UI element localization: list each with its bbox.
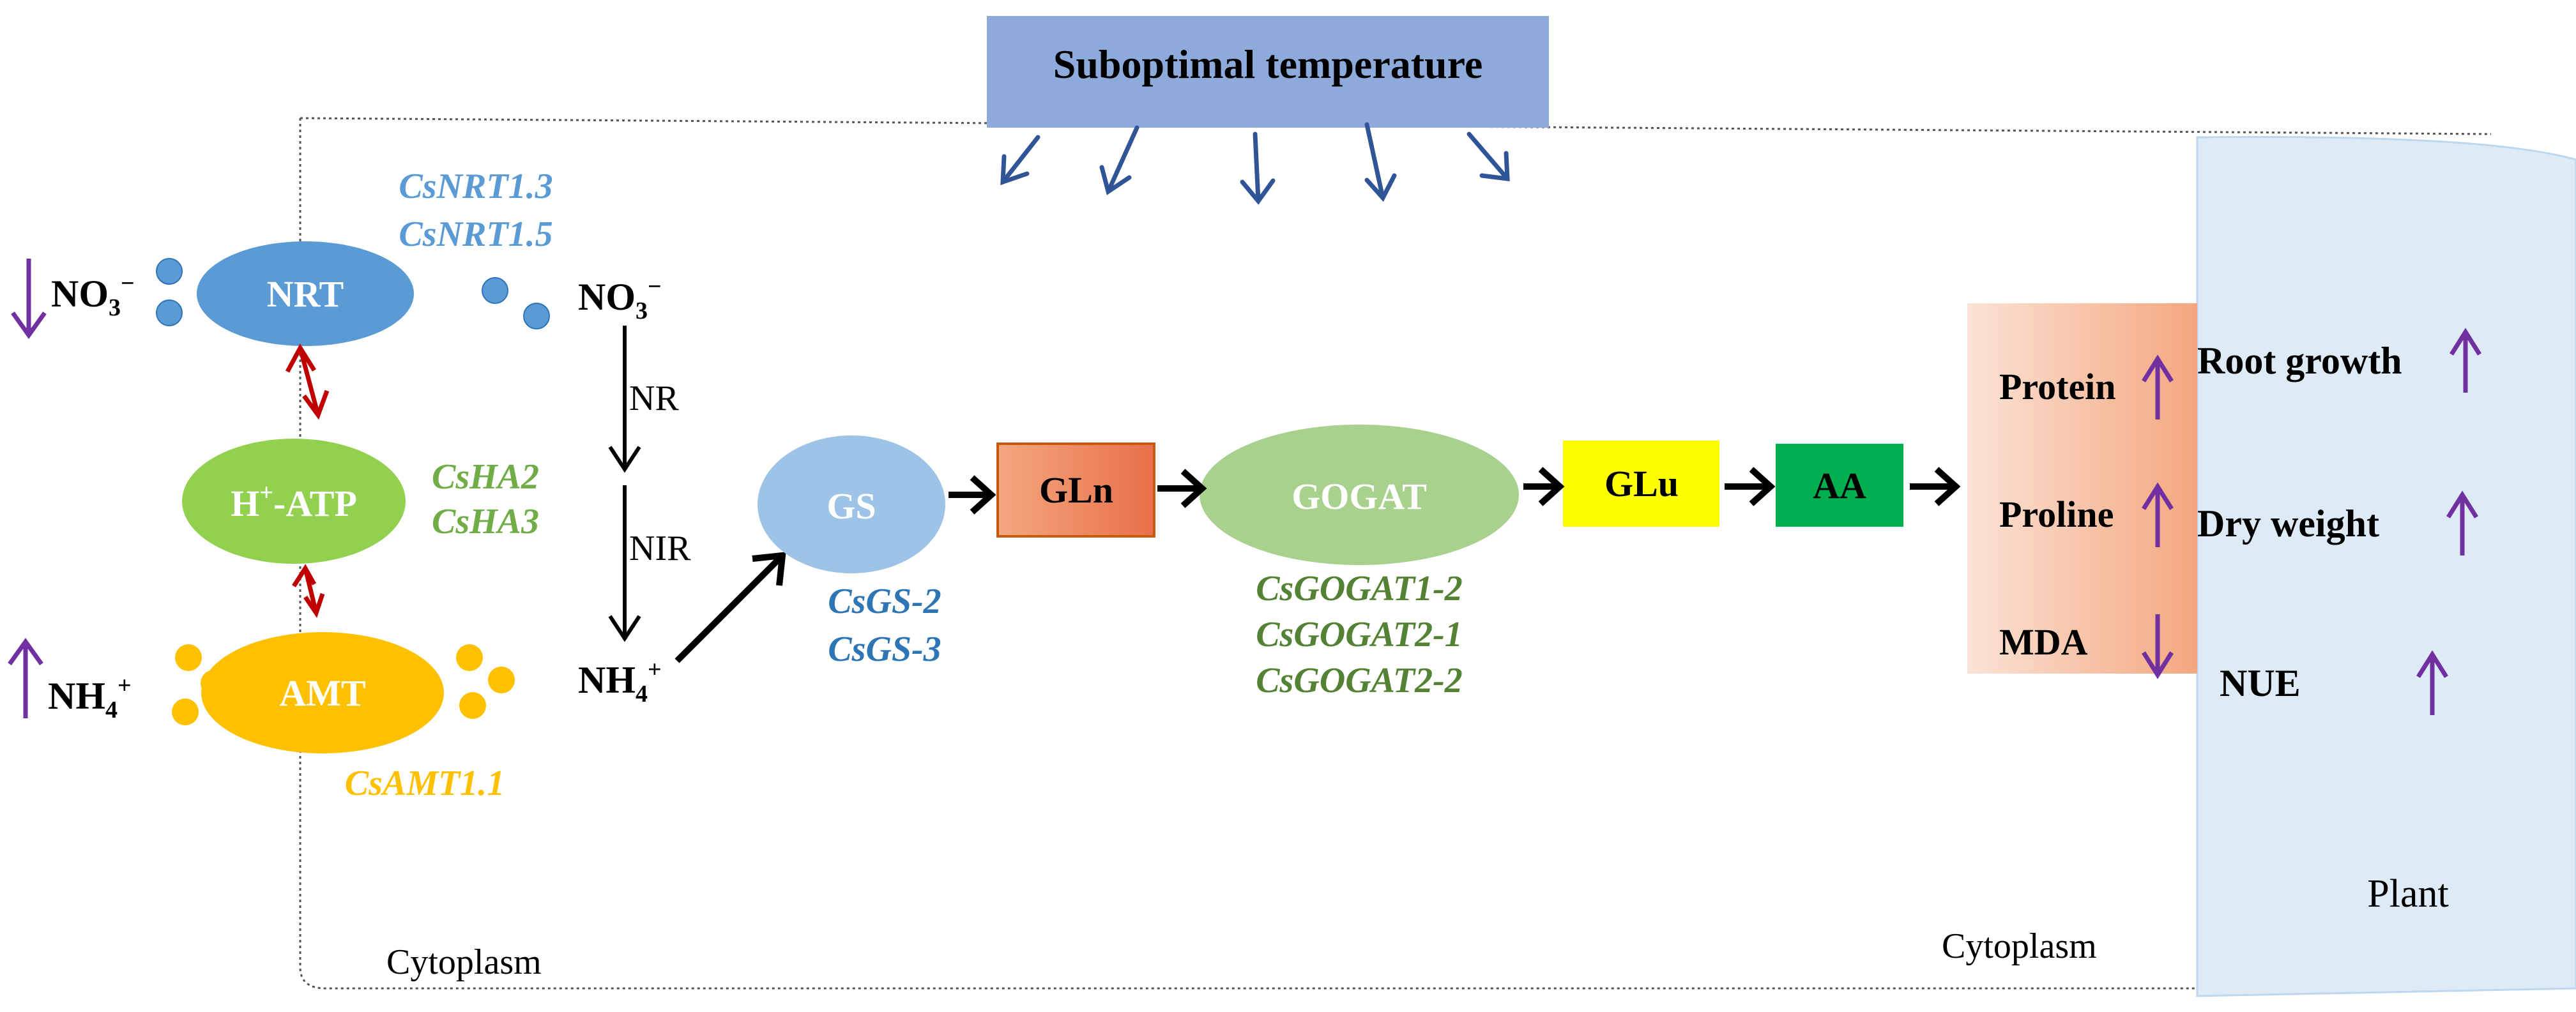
- aa-node: AA: [1776, 444, 1903, 527]
- internal-ammonium-label: NH4+: [578, 656, 662, 707]
- gs-ellipse: [758, 435, 945, 573]
- plant-outcome-up-arrow: [2416, 650, 2448, 715]
- plant-label: Plant: [2367, 872, 2448, 916]
- gln-node: GLn: [996, 442, 1155, 538]
- gln-to-gogat-arrow: [1157, 469, 1207, 508]
- glu-node: GLu: [1563, 441, 1719, 527]
- gln-label: GLn: [1039, 469, 1113, 511]
- aa-to-outcome-arrow: [1910, 467, 1961, 506]
- plant-outcome-up-arrow: [2450, 328, 2481, 393]
- coupling-arrows: [285, 344, 330, 618]
- banner-label: Suboptimal temperature: [1053, 42, 1483, 87]
- nrt-atp-coupling: [285, 344, 330, 420]
- atp-gene-2: CsHA3: [432, 502, 539, 541]
- plant-outcome-dry-weight: Dry weight: [2197, 502, 2379, 545]
- internal-nitrate-label: NO3−: [578, 273, 662, 324]
- plant-outcome-root-growth: Root growth: [2197, 340, 2402, 382]
- cell-outcome-protein: Protein: [1999, 366, 2116, 407]
- gogat-to-glu-arrow: [1523, 467, 1565, 506]
- nrt-gene-2: CsNRT1.5: [399, 215, 553, 254]
- temperature-arrow: [1467, 132, 1510, 181]
- temperature-arrow: [1099, 125, 1139, 195]
- gogat-ellipse: [1200, 425, 1519, 565]
- cytoplasm-boundary: [299, 117, 2492, 990]
- nir-enzyme-label: NIR: [629, 529, 691, 568]
- cell-outcome-up-arrow: [2142, 482, 2174, 547]
- nh4-to-gs-arrow: [674, 552, 786, 663]
- aa-box: [1776, 444, 1903, 527]
- gogat-node: GOGAT CsGOGAT1-2 CsGOGAT2-1 CsGOGAT2-2: [1200, 425, 1519, 700]
- temperature-arrow: [1240, 132, 1276, 205]
- glu-box: [1563, 441, 1719, 527]
- atp-amt-coupling: [292, 564, 325, 618]
- external-nitrate-label: NO3−: [51, 270, 135, 321]
- gs-to-gln-arrow: [949, 475, 996, 515]
- external-nitrate: NO3−: [11, 259, 135, 340]
- gs-gene-2: CsGS-3: [828, 630, 941, 669]
- amt-label: AMT: [279, 672, 365, 714]
- amt-ellipse: [201, 632, 444, 753]
- gln-box: [996, 442, 1155, 538]
- cell-outcome-proline: Proline: [1999, 494, 2114, 535]
- gogat-label: GOGAT: [1292, 476, 1427, 517]
- gs-label: GS: [827, 485, 876, 527]
- h-atpase: H+-ATP CsHA2 CsHA3: [182, 439, 539, 564]
- suboptimal-temperature-banner: Suboptimal temperature: [987, 16, 1549, 128]
- gs-node: GS CsGS-2 CsGS-3: [758, 435, 945, 669]
- glu-label: GLu: [1604, 463, 1679, 504]
- nrt-label: NRT: [267, 273, 344, 315]
- aa-label: AA: [1813, 465, 1866, 506]
- cell-outcome-box: [1967, 303, 2197, 674]
- nitrate-reduction-arrows: [608, 326, 641, 642]
- amt-gene-1: CsAMT1.1: [345, 764, 505, 803]
- gogat-gene-1: CsGOGAT1-2: [1256, 569, 1463, 608]
- cell-outcome-up-arrow: [2142, 354, 2174, 419]
- pathway-arrows: [949, 467, 1961, 515]
- temperature-arrow: [1000, 135, 1040, 185]
- cytoplasm-label-left: Cytoplasm: [386, 942, 542, 982]
- temperature-arrow: [1364, 122, 1397, 202]
- cytoplasm-label-right: Cytoplasm: [1942, 926, 2097, 966]
- nr-enzyme-label: NR: [629, 379, 679, 418]
- atp-label: H+-ATP: [231, 480, 357, 524]
- atp-ellipse: [182, 439, 406, 564]
- nitrate-molecules: [156, 258, 550, 329]
- amt-transporter: AMT CsAMT1.1: [201, 632, 505, 803]
- plant-outcome-up-arrow: [2446, 490, 2478, 555]
- glu-to-aa-arrow: [1725, 467, 1776, 506]
- external-ammonium-label: NH4+: [48, 672, 132, 723]
- plant-panel: [2196, 135, 2576, 997]
- banner-box: [987, 16, 1549, 128]
- temperature-arrows: [1000, 122, 1510, 205]
- cell-outcome-down-arrow: [2142, 614, 2174, 679]
- gogat-gene-2: CsGOGAT2-1: [1256, 615, 1463, 654]
- cell-outcome-mda: MDA: [1999, 621, 2088, 663]
- ammonium-molecules: [172, 644, 515, 725]
- external-ammonium: NH4+: [8, 637, 132, 723]
- nrt-ellipse: [197, 241, 414, 346]
- nrt-transporter: NRT CsNRT1.3 CsNRT1.5: [197, 167, 553, 346]
- nrt-gene-1: CsNRT1.3: [399, 167, 553, 206]
- plant-outcome-nue: NUE: [2220, 662, 2301, 704]
- gogat-gene-3: CsGOGAT2-2: [1256, 661, 1463, 700]
- gs-gene-1: CsGS-2: [828, 582, 941, 621]
- atp-gene-1: CsHA2: [432, 457, 539, 497]
